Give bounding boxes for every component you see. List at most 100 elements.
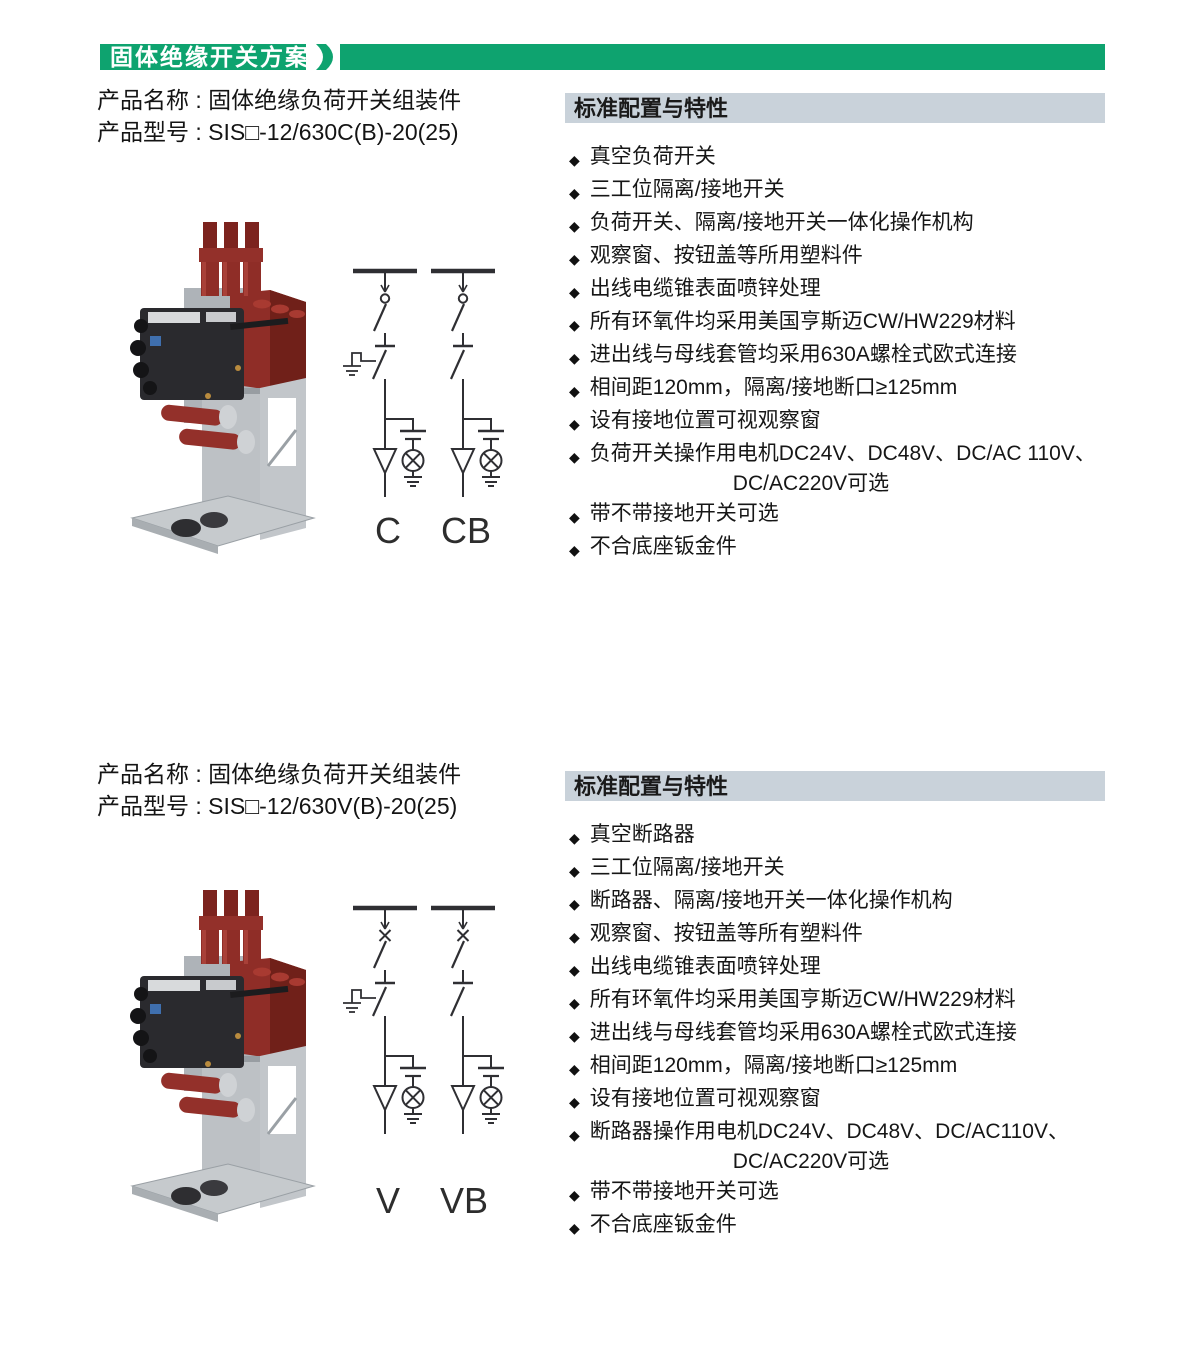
banner-notch-icon <box>306 44 340 70</box>
diamond-bullet-icon: ◆ <box>569 284 580 300</box>
feature-item: ◆ 不合底座钣金件 <box>569 536 1144 561</box>
feature-list: ◆ 真空负荷开关 ◆ 三工位隔离/接地开关 ◆ 负荷开关、隔离/接地开关一体化操作机构 ◆ 观… <box>569 146 1144 569</box>
feature-text: 真空负荷开关 <box>589 145 716 168</box>
diagram-label: V <box>375 1180 400 1221</box>
feature-item: ◆ 带不带接地开关可选 <box>569 503 1144 528</box>
feature-text: 相间距120mm，隔离/接地断口≥125mm <box>589 376 958 399</box>
feature-text: 进出线与母线套管均采用630A螺栓式欧式连接 <box>589 1021 1017 1044</box>
feature-item: ◆ 出线电缆锥表面喷锌处理 <box>569 956 1144 981</box>
diamond-bullet-icon: ◆ <box>569 830 580 846</box>
product-photo <box>128 220 316 556</box>
feature-item: ◆ 相间距120mm，隔离/接地断口≥125mm <box>569 1055 1144 1080</box>
feature-item: ◆ 带不带接地开关可选 <box>569 1181 1144 1206</box>
diamond-bullet-icon: ◆ <box>569 218 580 234</box>
single-line-diagram <box>431 268 504 497</box>
config-header: 标准配置与特性 <box>565 771 1105 801</box>
feature-text: 进出线与母线套管均采用630A螺栓式欧式连接 <box>589 343 1017 366</box>
feature-item: ◆ 断路器、隔离/接地开关一体化操作机构 <box>569 890 1144 915</box>
feature-item: ◆ 设有接地位置可视观察窗 <box>569 410 1144 435</box>
single-line-diagram <box>431 905 504 1134</box>
diamond-bullet-icon: ◆ <box>569 251 580 267</box>
feature-list: ◆ 真空断路器 ◆ 三工位隔离/接地开关 ◆ 断路器、隔离/接地开关一体化操作机构 ◆ 观察窗… <box>569 824 1144 1247</box>
feature-text: 断路器、隔离/接地开关一体化操作机构 <box>589 889 953 912</box>
feature-item: ◆ 出线电缆锥表面喷锌处理 <box>569 278 1144 303</box>
diamond-bullet-icon: ◆ <box>569 929 580 945</box>
feature-text: 所有环氧件均采用美国亨斯迈CW/HW229材料 <box>589 310 1016 333</box>
feature-text: 带不带接地开关可选 <box>589 502 779 525</box>
feature-text: 带不带接地开关可选 <box>589 1180 779 1203</box>
single-line-diagram <box>343 268 426 497</box>
diamond-bullet-icon: ◆ <box>569 896 580 912</box>
feature-text: 断路器操作用电机DC24V、DC48V、DC/AC110V、DC/AC220V可… <box>590 1121 1144 1173</box>
feature-item: ◆ 三工位隔离/接地开关 <box>569 857 1144 882</box>
diamond-bullet-icon: ◆ <box>569 350 580 366</box>
circuit-diagram <box>333 255 523 501</box>
diamond-bullet-icon: ◆ <box>569 416 580 432</box>
feature-item: ◆ 真空负荷开关 <box>569 146 1144 171</box>
feature-item: ◆ 进出线与母线套管均采用630A螺栓式欧式连接 <box>569 344 1144 369</box>
diamond-bullet-icon: ◆ <box>569 1220 580 1236</box>
diamond-bullet-icon: ◆ <box>569 863 580 879</box>
circuit-diagram <box>333 892 523 1138</box>
feature-item: ◆ 设有接地位置可视观察窗 <box>569 1088 1144 1113</box>
diamond-bullet-icon: ◆ <box>569 317 580 333</box>
diamond-bullet-icon: ◆ <box>569 449 580 465</box>
diagram-label: VB <box>439 1180 489 1221</box>
feature-text: 出线电缆锥表面喷锌处理 <box>589 277 821 300</box>
feature-item: ◆ 进出线与母线套管均采用630A螺栓式欧式连接 <box>569 1022 1144 1047</box>
product-name-line: 产品名称 : 固体绝缘负荷开关组装件 <box>97 87 462 113</box>
feature-item: ◆ 负荷开关操作用电机DC24V、DC48V、DC/AC 110V、DC/AC22… <box>569 443 1144 495</box>
diamond-bullet-icon: ◆ <box>569 383 580 399</box>
product-info: 产品名称 : 固体绝缘负荷开关组装件 产品型号 : SIS□-12/630V(B… <box>97 758 557 822</box>
product-name-line: 产品名称 : 固体绝缘负荷开关组装件 <box>97 761 462 787</box>
product-model-line: 产品型号 : SIS□-12/630C(B)-20(25) <box>97 119 459 145</box>
feature-item: ◆ 不合底座钣金件 <box>569 1214 1144 1239</box>
feature-text: 真空断路器 <box>589 823 695 846</box>
single-line-diagram <box>343 905 426 1134</box>
feature-text: 出线电缆锥表面喷锌处理 <box>589 955 821 978</box>
feature-text: 三工位隔离/接地开关 <box>589 856 785 879</box>
diagram-label: C <box>375 510 401 551</box>
feature-text: 观察窗、按钮盖等所用塑料件 <box>589 244 863 267</box>
diamond-bullet-icon: ◆ <box>569 542 580 558</box>
feature-text: 三工位隔离/接地开关 <box>589 178 785 201</box>
feature-text-continuation: DC/AC220V可选 <box>732 1150 890 1173</box>
diamond-bullet-icon: ◆ <box>569 995 580 1011</box>
feature-item: ◆ 相间距120mm，隔离/接地断口≥125mm <box>569 377 1144 402</box>
feature-item: ◆ 观察窗、按钮盖等所有塑料件 <box>569 923 1144 948</box>
feature-item: ◆ 断路器操作用电机DC24V、DC48V、DC/AC110V、DC/AC220V… <box>569 1121 1144 1173</box>
feature-text: 负荷开关操作用电机DC24V、DC48V、DC/AC 110V、DC/AC220… <box>590 443 1144 495</box>
config-header-title: 标准配置与特性 <box>574 774 729 799</box>
feature-text: 不合底座钣金件 <box>589 1213 737 1236</box>
feature-text: 负荷开关、隔离/接地开关一体化操作机构 <box>589 211 974 234</box>
feature-text: 观察窗、按钮盖等所有塑料件 <box>589 922 863 945</box>
feature-text: 所有环氧件均采用美国亨斯迈CW/HW229材料 <box>589 988 1016 1011</box>
title-banner: 固体绝缘开关方案 <box>100 44 1105 70</box>
feature-item: ◆ 三工位隔离/接地开关 <box>569 179 1144 204</box>
diamond-bullet-icon: ◆ <box>569 1127 580 1143</box>
config-header-title: 标准配置与特性 <box>574 96 729 121</box>
feature-item: ◆ 真空断路器 <box>569 824 1144 849</box>
diamond-bullet-icon: ◆ <box>569 509 580 525</box>
diamond-bullet-icon: ◆ <box>569 1094 580 1110</box>
product-model-line: 产品型号 : SIS□-12/630V(B)-20(25) <box>97 793 458 819</box>
diamond-bullet-icon: ◆ <box>569 1028 580 1044</box>
feature-text-continuation: DC/AC220V可选 <box>732 472 890 495</box>
diagram-label: CB <box>440 510 491 551</box>
feature-text: 设有接地位置可视观察窗 <box>589 409 821 432</box>
diamond-bullet-icon: ◆ <box>569 152 580 168</box>
feature-item: ◆ 所有环氧件均采用美国亨斯迈CW/HW229材料 <box>569 311 1144 336</box>
diamond-bullet-icon: ◆ <box>569 185 580 201</box>
diamond-bullet-icon: ◆ <box>569 962 580 978</box>
product-photo <box>128 888 316 1224</box>
feature-text: 设有接地位置可视观察窗 <box>589 1087 821 1110</box>
diamond-bullet-icon: ◆ <box>569 1061 580 1077</box>
feature-item: ◆ 所有环氧件均采用美国亨斯迈CW/HW229材料 <box>569 989 1144 1014</box>
config-header: 标准配置与特性 <box>565 93 1105 123</box>
feature-text: 不合底座钣金件 <box>589 535 737 558</box>
feature-item: ◆ 观察窗、按钮盖等所用塑料件 <box>569 245 1144 270</box>
diamond-bullet-icon: ◆ <box>569 1187 580 1203</box>
page-title: 固体绝缘开关方案 <box>110 44 310 70</box>
feature-text: 相间距120mm，隔离/接地断口≥125mm <box>589 1054 958 1077</box>
